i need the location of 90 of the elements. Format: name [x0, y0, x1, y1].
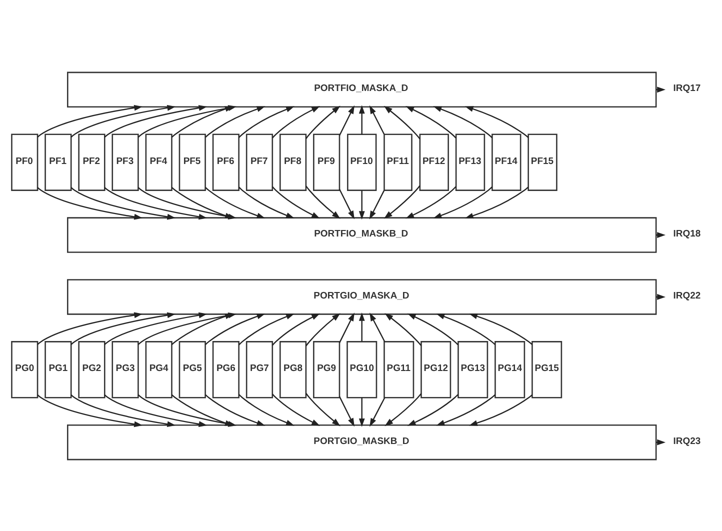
arrow: [238, 393, 294, 426]
node-box: PF0: [11, 133, 38, 190]
arrow: [272, 393, 320, 426]
arrow: [384, 312, 422, 346]
arrow: [272, 312, 320, 346]
arrow: [238, 106, 294, 138]
arrow: [339, 104, 354, 136]
arrow: [104, 104, 208, 138]
node-box: PG5: [178, 340, 206, 398]
arrow: [338, 188, 354, 219]
arrow: [205, 313, 266, 345]
arrow: [205, 186, 266, 218]
node-box: PF9: [313, 133, 340, 190]
arrow: [370, 312, 386, 342]
arrow: [272, 186, 320, 218]
node-box: PG12: [420, 340, 452, 398]
arrow: [384, 105, 420, 139]
arrow: [338, 396, 354, 426]
arrow: [104, 394, 208, 426]
node-box: PF6: [212, 133, 240, 190]
arrow: [436, 313, 496, 345]
arrow: [468, 312, 533, 344]
node-box: PG10: [346, 340, 378, 398]
arrow: [358, 104, 365, 134]
arrow: [358, 312, 365, 342]
node-box: PG2: [78, 340, 106, 398]
arrow: [272, 106, 320, 138]
node-text: IRQ17: [673, 82, 701, 94]
arrow: [358, 190, 365, 220]
arrow: [238, 313, 294, 345]
arrow: [433, 186, 493, 218]
node-box: PG11: [384, 340, 414, 398]
arrow: [70, 186, 176, 220]
node-text: IRQ22: [673, 290, 701, 302]
arrow: [104, 186, 208, 220]
node-box: PF4: [145, 133, 172, 190]
arrow: [306, 312, 340, 346]
arrow: [306, 392, 340, 426]
node-box: PF7: [246, 133, 274, 190]
arrow: [436, 394, 496, 426]
arrow: [70, 104, 176, 138]
arrow: [37, 186, 143, 220]
arrow: [369, 104, 385, 134]
node-box: PG0: [11, 340, 38, 398]
node-box: PG8: [280, 340, 307, 398]
arrow: [70, 312, 176, 344]
arrow: [70, 394, 176, 427]
arrow: [104, 312, 208, 344]
node-box: PF5: [178, 133, 206, 190]
arrow: [306, 185, 340, 218]
node-box: PF11: [384, 133, 412, 190]
arrow: [339, 312, 354, 342]
arrow: [406, 186, 456, 218]
node-box: PG14: [494, 340, 526, 398]
arrow: [406, 106, 456, 138]
node-box: PG9: [313, 340, 340, 398]
arrow: [37, 394, 143, 427]
arrow: [468, 394, 533, 426]
arrow: [370, 396, 386, 426]
node-box: PF13: [455, 133, 486, 190]
node-box: PF1: [44, 133, 72, 190]
node-box: PF2: [78, 133, 106, 190]
node-box: PF15: [528, 133, 558, 190]
node-box: PG13: [458, 340, 488, 398]
arrow: [407, 312, 458, 345]
arrow: [369, 190, 385, 219]
arrow: [407, 394, 458, 426]
node-box: PG3: [112, 340, 139, 398]
node-box: PG6: [212, 340, 240, 398]
arrow: [433, 106, 493, 138]
arrow: [358, 397, 365, 426]
arrow: [464, 186, 529, 218]
node-box: PG7: [246, 340, 274, 398]
node-box: PF10: [347, 133, 377, 190]
node-text: IRQ18: [673, 228, 701, 240]
node-text: IRQ23: [673, 435, 701, 446]
node-box: PG15: [532, 340, 562, 398]
arrow: [238, 186, 294, 218]
node-box: PF14: [492, 133, 522, 190]
arrow: [384, 184, 420, 218]
node-box: PG4: [145, 340, 172, 398]
node-box: PF3: [112, 133, 139, 190]
arrow: [37, 312, 143, 344]
arrow: [464, 106, 529, 138]
arrow: [37, 104, 143, 138]
node-box: PF12: [419, 133, 449, 190]
node-box: PF8: [280, 133, 307, 190]
arrow: [306, 105, 340, 138]
arrow: [384, 392, 422, 426]
node-box: PG1: [44, 340, 72, 398]
